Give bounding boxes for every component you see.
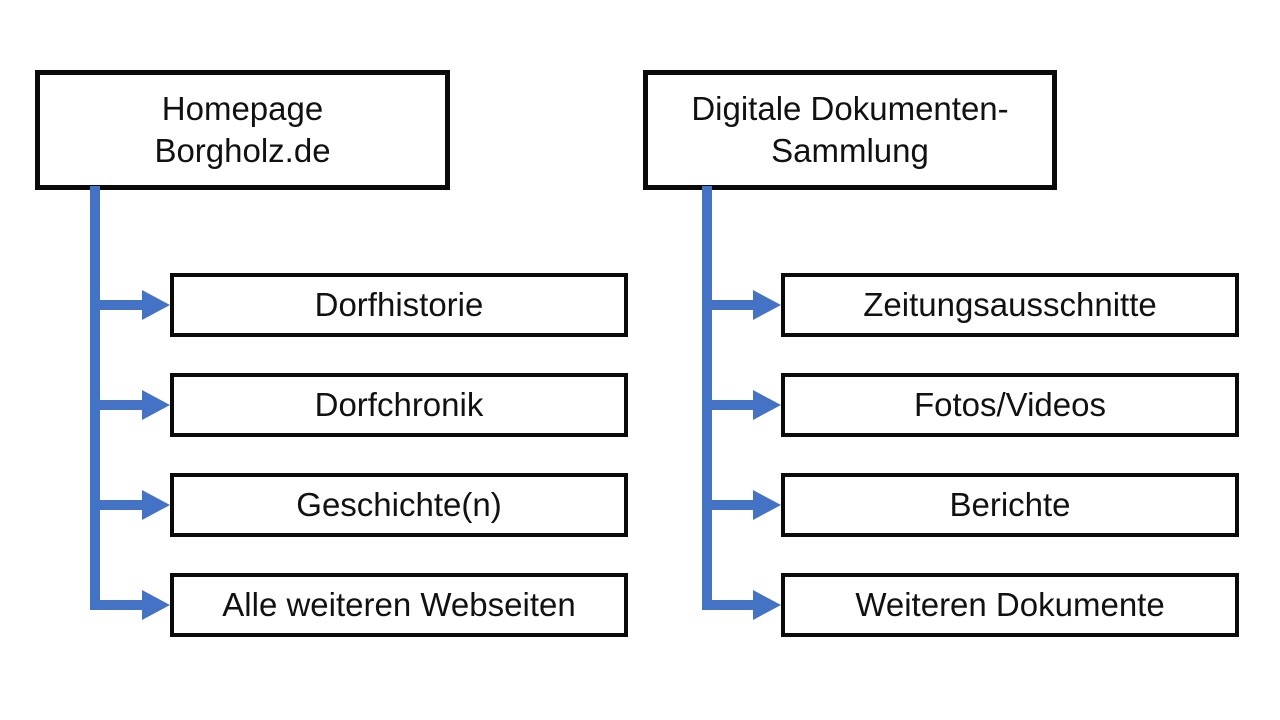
- node-label: Digitale Dokumenten- Sammlung: [691, 89, 1009, 169]
- trunk-line: [702, 186, 712, 610]
- child-node-weiteren-dokumente: Weiteren Dokumente: [781, 573, 1239, 637]
- arrowhead-right-icon: [753, 590, 781, 620]
- node-label: Berichte: [949, 486, 1071, 523]
- node-label: Alle weiteren Webseiten: [222, 586, 576, 623]
- branch-connector: [702, 590, 781, 620]
- branch-line: [702, 500, 753, 510]
- branch-connector: [90, 590, 170, 620]
- root-node-homepage-borgholz: Homepage Borgholz.de: [35, 70, 450, 190]
- trunk-line: [90, 186, 100, 610]
- node-label: Zeitungsausschnitte: [863, 286, 1157, 323]
- branch-connector: [90, 390, 170, 420]
- arrowhead-right-icon: [142, 390, 170, 420]
- arrowhead-right-icon: [753, 490, 781, 520]
- branch-line: [90, 300, 142, 310]
- child-node-dorfchronik: Dorfchronik: [170, 373, 628, 437]
- child-node-dorfhistorie: Dorfhistorie: [170, 273, 628, 337]
- node-label: Geschichte(n): [296, 486, 502, 523]
- branch-line: [90, 500, 142, 510]
- node-label: Homepage Borgholz.de: [154, 89, 331, 169]
- branch-connector: [90, 490, 170, 520]
- node-label: Dorfchronik: [314, 386, 484, 423]
- node-label: Dorfhistorie: [314, 286, 484, 323]
- child-node-zeitungsausschnitte: Zeitungsausschnitte: [781, 273, 1239, 337]
- branch-line: [702, 400, 753, 410]
- node-label: Weiteren Dokumente: [855, 586, 1165, 623]
- arrowhead-right-icon: [142, 490, 170, 520]
- branch-connector: [702, 490, 781, 520]
- branch-connector: [702, 290, 781, 320]
- branch-connector: [90, 290, 170, 320]
- branch-line: [702, 300, 753, 310]
- branch-connector: [702, 390, 781, 420]
- root-node-digitale-dokumenten-sammlung: Digitale Dokumenten- Sammlung: [643, 70, 1057, 190]
- arrowhead-right-icon: [142, 290, 170, 320]
- child-node-geschichten: Geschichte(n): [170, 473, 628, 537]
- child-node-alle-weiteren-webseiten: Alle weiteren Webseiten: [170, 573, 628, 637]
- branch-line: [90, 400, 142, 410]
- node-label: Fotos/Videos: [913, 386, 1106, 423]
- arrowhead-right-icon: [753, 390, 781, 420]
- child-node-berichte: Berichte: [781, 473, 1239, 537]
- arrowhead-right-icon: [753, 290, 781, 320]
- arrowhead-right-icon: [142, 590, 170, 620]
- branch-line: [702, 600, 753, 610]
- child-node-fotos-videos: Fotos/Videos: [781, 373, 1239, 437]
- branch-line: [90, 600, 142, 610]
